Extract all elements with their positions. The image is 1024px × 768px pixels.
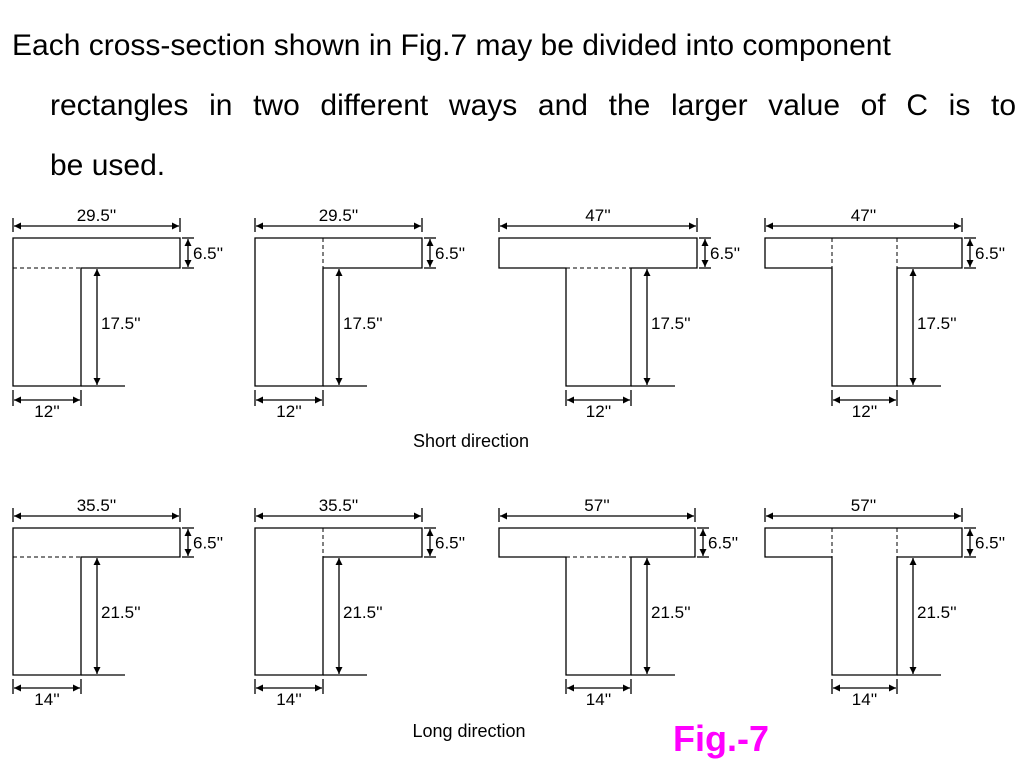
flange-thickness-label: 6.5'' (435, 534, 465, 553)
web-width-label: 14'' (276, 690, 301, 709)
section-outline (12, 527, 181, 676)
short-direction-caption: Short direction (413, 431, 529, 451)
short-direction-section-4: 47'' 6.5'' 17.5'' 12'' (764, 206, 1005, 421)
section-outline (498, 237, 698, 387)
web-width-label: 12'' (34, 402, 59, 421)
short-direction-section-2: 29.5'' 6.5'' 17.5'' 12'' (254, 206, 465, 421)
section-outline (498, 527, 696, 676)
web-width-label: 14'' (34, 690, 59, 709)
flange-thickness-label: 6.5'' (975, 244, 1005, 263)
intro-paragraph: Each cross-section shown in Fig.7 may be… (12, 16, 1016, 196)
flange-width-label: 57'' (851, 496, 876, 515)
web-depth-label: 17.5'' (101, 314, 141, 333)
section-outline (764, 237, 963, 387)
flange-thickness-label: 6.5'' (975, 534, 1005, 553)
flange-thickness-label: 6.5'' (193, 244, 223, 263)
flange-width-label: 47'' (851, 206, 876, 225)
web-width-label: 12'' (586, 402, 611, 421)
section-outline (12, 237, 181, 387)
section-outline (764, 527, 963, 676)
web-depth-label: 21.5'' (343, 603, 383, 622)
web-depth-label: 17.5'' (343, 314, 383, 333)
web-depth-label: 21.5'' (651, 603, 691, 622)
flange-thickness-label: 6.5'' (435, 244, 465, 263)
flange-thickness-label: 6.5'' (708, 534, 738, 553)
flange-width-label: 29.5'' (77, 206, 117, 225)
long-direction-section-3: 57'' 6.5'' 21.5'' 14'' (498, 496, 738, 709)
web-depth-label: 21.5'' (101, 603, 141, 622)
flange-width-label: 57'' (584, 496, 609, 515)
intro-line-1: Each cross-section shown in Fig.7 may be… (12, 29, 891, 62)
long-direction-section-1: 35.5'' 6.5'' 21.5'' 14'' (12, 496, 223, 709)
short-direction-section-1: 29.5'' 6.5'' 17.5'' 12'' (12, 206, 223, 421)
flange-width-label: 29.5'' (319, 206, 359, 225)
flange-width-label: 35.5'' (319, 496, 359, 515)
intro-line-2: rectangles in two different ways and the… (50, 89, 1016, 122)
flange-width-label: 47'' (585, 206, 610, 225)
flange-thickness-label: 6.5'' (710, 244, 740, 263)
web-width-label: 12'' (276, 402, 301, 421)
short-direction-section-3: 47'' 6.5'' 17.5'' 12'' (498, 206, 740, 421)
intro-line-3: be used. (50, 149, 166, 182)
web-width-label: 12'' (852, 402, 877, 421)
long-direction-section-4: 57'' 6.5'' 21.5'' 14'' (764, 496, 1005, 709)
flange-width-label: 35.5'' (77, 496, 117, 515)
web-depth-label: 21.5'' (917, 603, 957, 622)
web-width-label: 14'' (586, 690, 611, 709)
long-direction-section-2: 35.5'' 6.5'' 21.5'' 14'' (254, 496, 465, 709)
web-width-label: 14'' (852, 690, 877, 709)
figure-label: Fig.-7 (673, 718, 769, 759)
long-direction-caption: Long direction (412, 721, 525, 741)
web-depth-label: 17.5'' (651, 314, 691, 333)
flange-thickness-label: 6.5'' (193, 534, 223, 553)
web-depth-label: 17.5'' (917, 314, 957, 333)
